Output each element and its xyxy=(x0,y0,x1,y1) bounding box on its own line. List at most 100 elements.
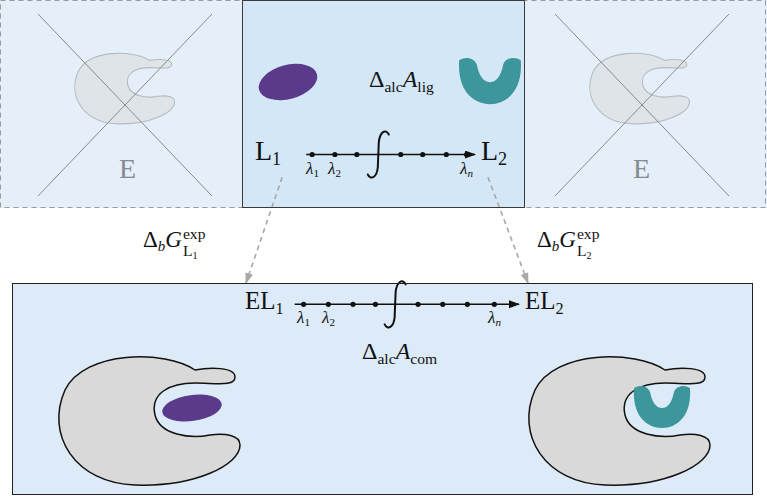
text-run: 1 xyxy=(304,316,310,328)
text-run: n xyxy=(467,167,473,179)
text-run: L xyxy=(255,135,272,166)
node-label: L2 xyxy=(481,134,507,171)
cross-line xyxy=(555,14,729,196)
text-run: G xyxy=(559,227,576,252)
lambda-dot xyxy=(420,152,425,157)
text-run: Δ xyxy=(369,66,384,92)
cross-line xyxy=(555,14,729,196)
text-run: 1 xyxy=(276,300,284,318)
lambda-dot xyxy=(415,302,420,307)
node-label: EL2 xyxy=(525,286,564,319)
text-run: Δ xyxy=(537,227,552,252)
ligand-two xyxy=(459,58,521,104)
ligand-label: L2 xyxy=(478,134,510,171)
text-run: EL xyxy=(245,287,276,314)
lambda-dot xyxy=(373,302,378,307)
node-label: EL1 xyxy=(245,286,284,319)
text-sub: L2 xyxy=(577,243,600,262)
text-run: alc xyxy=(377,350,395,367)
panel-title: ΔalcAcom xyxy=(362,337,437,368)
lambda-dot xyxy=(354,152,359,157)
edge-label: ΔbGexpL1 xyxy=(143,226,205,261)
lambda-dot xyxy=(332,152,337,157)
text-run: 2 xyxy=(556,300,564,318)
text-run: L xyxy=(183,242,193,259)
crossed-panel: E xyxy=(0,0,242,208)
text-run: 1 xyxy=(313,167,319,179)
text-run: 2 xyxy=(586,250,591,261)
lambda-label: λ2 xyxy=(328,159,341,181)
text-run: 2 xyxy=(329,316,335,328)
node-label: L1 xyxy=(255,134,281,171)
middle-ground xyxy=(242,0,525,208)
dashed-arrow xyxy=(246,177,282,283)
lambda-label: λ1 xyxy=(297,308,310,330)
text-stack: expL2 xyxy=(577,226,600,261)
text-run: 1 xyxy=(192,250,197,261)
text-sup: exp xyxy=(577,226,600,242)
faded-enzyme xyxy=(590,53,690,124)
integral-sign xyxy=(368,131,389,177)
text-run: λ xyxy=(322,308,329,327)
text-run: Δ xyxy=(362,338,377,364)
faded-enzyme xyxy=(75,53,175,124)
text-run: exp xyxy=(577,225,600,242)
text-run: n xyxy=(495,316,501,328)
text-run: Δ xyxy=(143,227,158,252)
ligand-one xyxy=(255,58,322,106)
enzyme-complex xyxy=(529,357,710,485)
edge-label: ΔbGexpL2 xyxy=(537,226,599,261)
lambda-dot xyxy=(350,302,355,307)
text-run: b xyxy=(552,238,559,254)
lambda-dot xyxy=(310,152,315,157)
text-run: 1 xyxy=(272,149,281,169)
text-run: λ xyxy=(488,308,495,327)
text-run: b xyxy=(158,238,165,254)
complex-label: EL2 xyxy=(522,286,567,319)
lambda-dot xyxy=(440,302,445,307)
cross-line xyxy=(38,14,212,196)
text-run: alc xyxy=(384,78,402,95)
lambda-dot xyxy=(398,152,403,157)
panel-title: E xyxy=(633,152,650,186)
lambda-label: λn xyxy=(488,308,501,330)
text-run: lig xyxy=(417,78,433,95)
lambda-dot xyxy=(492,302,497,307)
cross-line xyxy=(38,14,212,196)
text-stack: expL1 xyxy=(183,226,206,261)
enzyme-complex xyxy=(59,357,240,485)
top-ground xyxy=(0,0,767,208)
text-run: G xyxy=(165,227,182,252)
text-run: 2 xyxy=(498,149,507,169)
text-run: com xyxy=(410,350,437,367)
lambda-dot xyxy=(444,152,449,157)
text-run: λ xyxy=(460,159,467,178)
lambda-dot xyxy=(464,152,469,157)
bottom-ground xyxy=(12,283,753,495)
text-run: EL xyxy=(525,287,556,314)
lambda-path-arrow xyxy=(306,154,475,156)
text-run: L xyxy=(577,242,587,259)
lambda-label: λ2 xyxy=(322,308,335,330)
complex-label: EL1 xyxy=(242,286,287,319)
text-run: A xyxy=(396,338,411,364)
lambda-dot xyxy=(301,302,306,307)
lambda-label: λn xyxy=(460,159,473,181)
lambda-dot xyxy=(326,302,331,307)
text-run: A xyxy=(403,66,418,92)
text-run: λ xyxy=(328,159,335,178)
text-run: 2 xyxy=(335,167,341,179)
complex-panel: ΔalcAcomEL1EL2 xyxy=(12,283,753,495)
integral-sign xyxy=(385,281,406,327)
ligand-panel: ΔalcAligL1L2 xyxy=(242,0,525,208)
text-sub: L1 xyxy=(183,243,206,262)
panel-title: E xyxy=(119,152,136,186)
lambda-label: λ1 xyxy=(306,159,319,181)
ligand-label: L1 xyxy=(252,134,284,171)
panel-title: ΔalcAlig xyxy=(369,65,434,96)
lambda-dot xyxy=(465,302,470,307)
dashed-frame xyxy=(1,1,766,208)
text-run: L xyxy=(481,135,498,166)
crossed-panel: E xyxy=(525,0,767,208)
